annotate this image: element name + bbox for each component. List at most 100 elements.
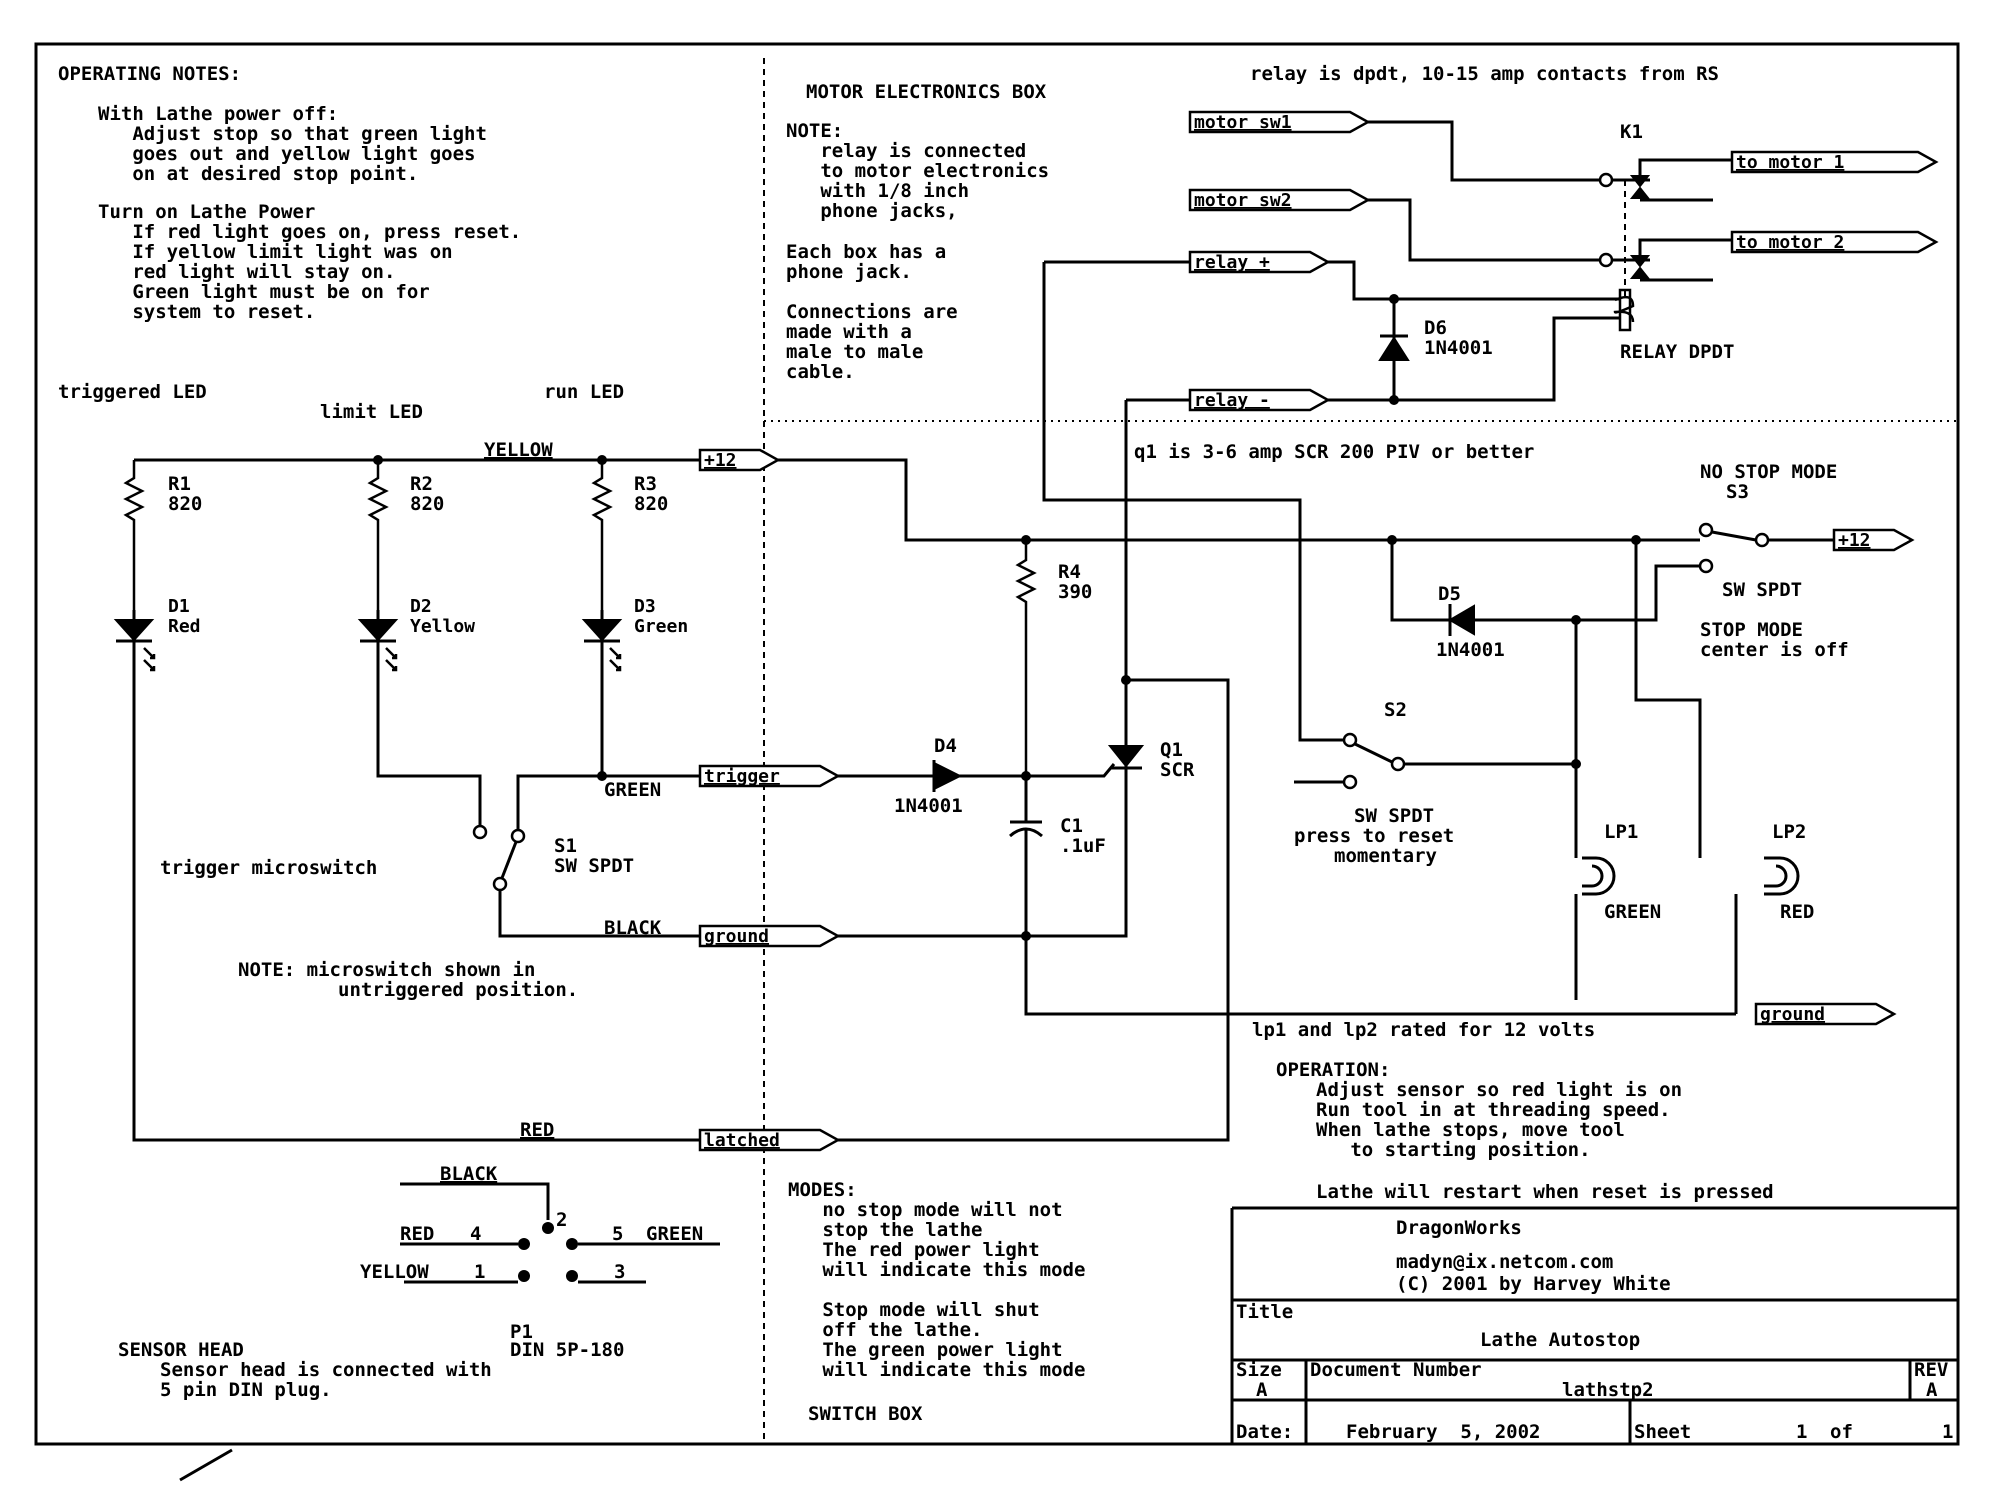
led-branch-3: R3 820 D3 Green bbox=[516, 460, 700, 830]
d6-ref: D6 bbox=[1424, 317, 1447, 339]
of-label: of bbox=[1830, 1421, 1853, 1443]
modes-line: MODES: bbox=[788, 1179, 857, 1201]
modes-line: no stop mode will not bbox=[788, 1199, 1063, 1221]
s2-type: SW SPDT bbox=[1354, 805, 1434, 827]
modes-notes: MODES: no stop mode will not stop the la… bbox=[788, 1179, 1085, 1425]
motor-note: relay is connected bbox=[786, 140, 1026, 162]
micro-note-1: NOTE: microswitch shown in bbox=[238, 959, 535, 981]
motor-note: cable. bbox=[786, 361, 855, 383]
operation-title: OPERATION: bbox=[1276, 1059, 1390, 1081]
motor-box-title: MOTOR ELECTRONICS BOX bbox=[806, 81, 1047, 103]
copyright: (C) 2001 by Harvey White bbox=[1396, 1273, 1671, 1295]
drawing-title: Lathe Autostop bbox=[1480, 1329, 1640, 1351]
modes-line: Stop mode will shut bbox=[788, 1299, 1040, 1321]
lp1-ref: LP1 bbox=[1604, 821, 1638, 843]
note-line: If red light goes on, press reset. bbox=[98, 221, 521, 243]
relay-k1 bbox=[1042, 120, 1732, 730]
operation-line: Run tool in at threading speed. bbox=[1316, 1099, 1671, 1121]
sensor-desc-2: 5 pin DIN plug. bbox=[160, 1379, 332, 1401]
din-connector-p1: BLACK RED 4 2 5 GREEN YELLOW 1 3 P1 DIN … bbox=[360, 1163, 720, 1361]
company-name: DragonWorks bbox=[1396, 1217, 1522, 1239]
r1-val: 820 bbox=[168, 493, 202, 515]
rev-value: A bbox=[1926, 1379, 1938, 1401]
pin-green-label: GREEN bbox=[646, 1223, 703, 1245]
s1-type: SW SPDT bbox=[554, 855, 634, 877]
q1-type: SCR bbox=[1160, 759, 1195, 781]
operating-notes-title: OPERATING NOTES: bbox=[58, 63, 241, 85]
drawing-frame bbox=[34, 42, 1960, 1446]
note-line: Adjust stop so that green light bbox=[98, 123, 487, 145]
motor-note: phone jacks, bbox=[786, 200, 958, 222]
pin-5: 5 bbox=[612, 1223, 623, 1245]
note-line: red light will stay on. bbox=[98, 261, 395, 283]
triggered-led-label: triggered LED bbox=[58, 381, 207, 403]
d5-ref: D5 bbox=[1438, 583, 1461, 605]
s3-type: SW SPDT bbox=[1722, 579, 1802, 601]
d3-ref: D3 bbox=[634, 596, 656, 617]
svg-text:+12: +12 bbox=[704, 450, 737, 471]
q1-ref: Q1 bbox=[1160, 739, 1183, 761]
p1-type: DIN 5P-180 bbox=[510, 1339, 624, 1361]
size-value: A bbox=[1256, 1379, 1268, 1401]
note-line: Turn on Lathe Power bbox=[98, 201, 315, 223]
wire-black-label: BLACK bbox=[604, 917, 662, 939]
svg-text:+12: +12 bbox=[1838, 530, 1871, 551]
lp2-ref: LP2 bbox=[1772, 821, 1806, 843]
s2-ref: S2 bbox=[1384, 699, 1407, 721]
d1-ref: D1 bbox=[168, 596, 190, 617]
port-motor-sw1: motor sw1 bbox=[1188, 110, 1371, 134]
stray-mark bbox=[179, 1448, 233, 1482]
q1-note: q1 is 3-6 amp SCR 200 PIV or better bbox=[1134, 441, 1534, 463]
s3-stop-label: STOP MODE bbox=[1700, 619, 1803, 641]
motor-note: made with a bbox=[786, 321, 912, 343]
sheet-value: 1 bbox=[1796, 1421, 1807, 1443]
motor-note: Each box has a bbox=[786, 241, 946, 263]
svg-text:ground: ground bbox=[1760, 1004, 1825, 1025]
p1-ref: P1 bbox=[510, 1321, 533, 1343]
docnum-label: Document Number bbox=[1310, 1359, 1482, 1381]
r4-ref: R4 bbox=[1058, 561, 1081, 583]
motor-note: phone jack. bbox=[786, 261, 912, 283]
lamp-rating-note: lp1 and lp2 rated for 12 volts bbox=[1252, 1019, 1595, 1041]
svg-text:trigger: trigger bbox=[704, 766, 780, 787]
sensor-desc-1: Sensor head is connected with bbox=[160, 1359, 492, 1381]
pin-red-label: RED bbox=[400, 1223, 434, 1245]
operation-line: Adjust sensor so red light is on bbox=[1316, 1079, 1682, 1101]
svg-text:motor sw1: motor sw1 bbox=[1194, 112, 1292, 133]
port-relay-minus: relay - bbox=[1188, 388, 1331, 412]
svg-text:to motor 1: to motor 1 bbox=[1736, 152, 1844, 173]
s3-ref: S3 bbox=[1726, 481, 1749, 503]
trigger-microswitch-label: trigger microswitch bbox=[160, 857, 377, 879]
limit-led-label: limit LED bbox=[320, 401, 423, 423]
wire-red-label: RED bbox=[520, 1119, 554, 1141]
r2-val: 820 bbox=[410, 493, 444, 515]
port-motor-sw2: motor sw2 bbox=[1188, 188, 1371, 212]
size-label: Size bbox=[1236, 1359, 1282, 1381]
svg-text:relay +: relay + bbox=[1194, 252, 1270, 273]
modes-line: will indicate this mode bbox=[788, 1359, 1085, 1381]
port-to-motor-1: to motor 1 bbox=[1730, 150, 1939, 174]
d6-part: 1N4001 bbox=[1424, 337, 1493, 359]
operation-line: When lathe stops, move tool bbox=[1316, 1119, 1625, 1141]
pin-4: 4 bbox=[470, 1223, 481, 1245]
pin-yellow-label: YELLOW bbox=[360, 1261, 429, 1283]
svg-text:relay -: relay - bbox=[1194, 390, 1270, 411]
port-to-motor-2: to motor 2 bbox=[1730, 230, 1939, 254]
company-email: madyn@ix.netcom.com bbox=[1396, 1251, 1613, 1273]
s1-ref: S1 bbox=[554, 835, 577, 857]
pin-black-label: BLACK bbox=[440, 1163, 498, 1185]
motor-electronics-box: MOTOR ELECTRONICS BOX NOTE: relay is con… bbox=[786, 63, 1734, 383]
s3-mode-label: NO STOP MODE bbox=[1700, 461, 1837, 483]
c1-val: .1uF bbox=[1060, 835, 1106, 857]
s3-stop-desc: center is off bbox=[1700, 639, 1849, 661]
docnum-value: lathstp2 bbox=[1562, 1379, 1654, 1401]
motor-note: male to male bbox=[786, 341, 923, 363]
d3-color: Green bbox=[634, 616, 688, 637]
modes-line: stop the lathe bbox=[788, 1219, 982, 1241]
note-line: If yellow limit light was on bbox=[98, 241, 453, 263]
s2-desc-1: press to reset bbox=[1294, 825, 1454, 847]
d4-ref: D4 bbox=[934, 735, 957, 757]
led-branch-2: R2 820 D2 Yellow bbox=[357, 460, 488, 840]
port-ground-left: ground bbox=[698, 924, 841, 948]
